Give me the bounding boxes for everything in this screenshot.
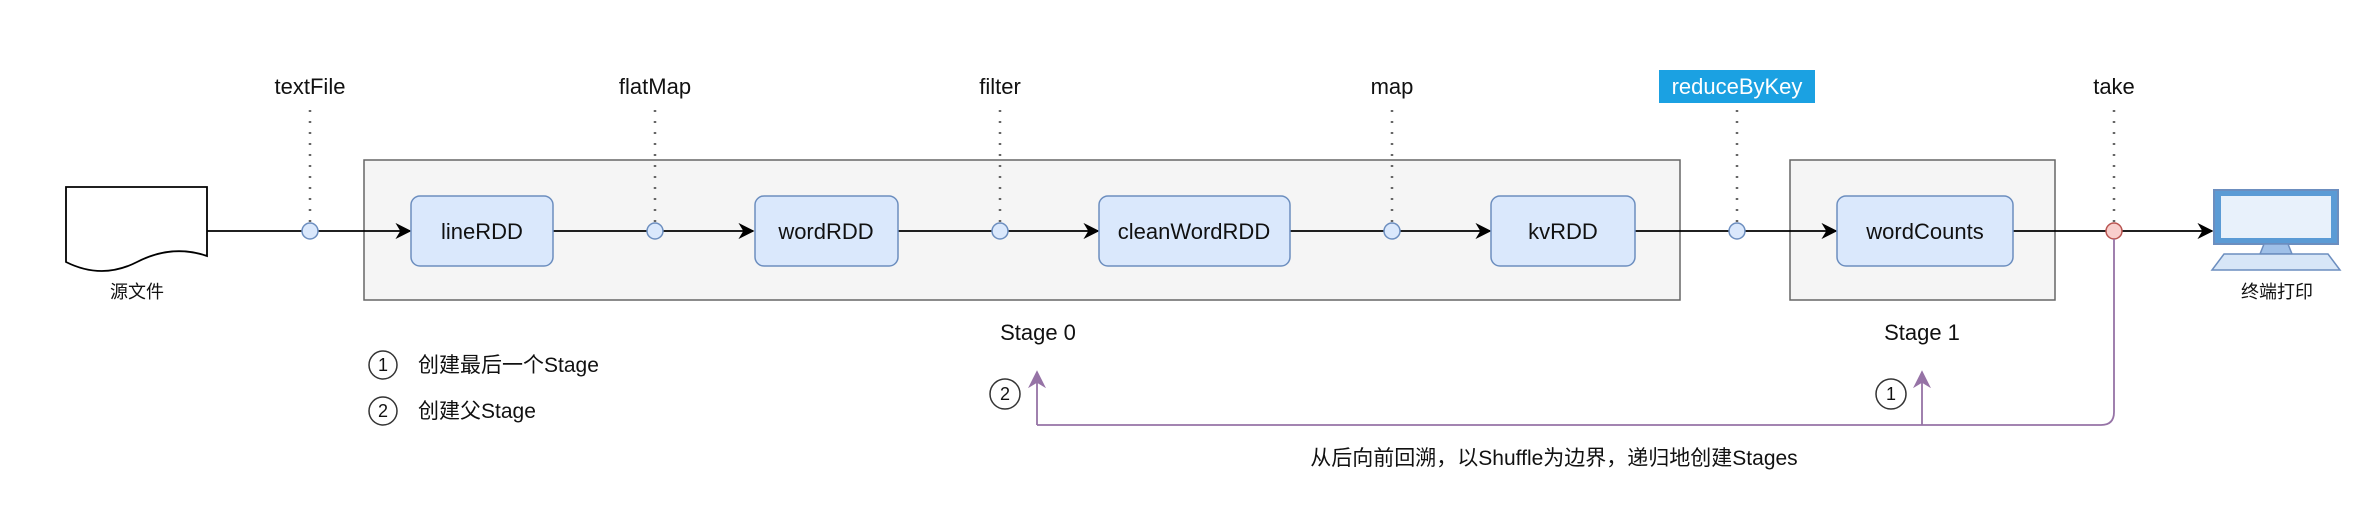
stage0-label: Stage 0: [1000, 320, 1076, 345]
legend-item-1-text: 创建最后一个Stage: [418, 354, 599, 377]
op-reduceByKey-highlight: [1659, 70, 1815, 103]
source-file-icon: [65, 186, 208, 272]
stage0-box: [363, 159, 1681, 301]
junction-flatMap: [646, 222, 664, 240]
backtrack-marker-stage0-number: 2: [1000, 384, 1010, 404]
junction-reduceByKey: [1728, 222, 1746, 240]
junction-filter: [991, 222, 1009, 240]
backtrack-marker-stage0: 2: [989, 378, 1021, 410]
op-textFile: textFile: [275, 74, 346, 99]
stage1-label: Stage 1: [1884, 320, 1960, 345]
junction-map: [1383, 222, 1401, 240]
source-file-label: 源文件: [110, 282, 164, 302]
junction-textFile: [301, 222, 319, 240]
op-take: take: [2093, 74, 2135, 99]
junction-take: [2105, 222, 2123, 240]
backtrack-marker-stage1: 1: [1875, 378, 1907, 410]
backtrack-caption: 从后向前回溯，以Shuffle为边界，递归地创建Stages: [1310, 447, 1797, 470]
rdd-wordCounts: wordCounts: [1836, 195, 2014, 267]
legend-item-2: 2 创建父Stage: [368, 396, 536, 426]
legend-item-2-number: 2: [378, 401, 388, 421]
rdd-cleanWordRDD: cleanWordRDD: [1098, 195, 1291, 267]
op-map: map: [1371, 74, 1414, 99]
rdd-kvRDD-label: kvRDD: [1528, 219, 1598, 244]
legend-item-1: 1 创建最后一个Stage: [368, 350, 599, 380]
op-flatMap: flatMap: [619, 74, 691, 99]
rdd-lineRDD-label: lineRDD: [441, 219, 523, 244]
rdd-wordCounts-label: wordCounts: [1865, 219, 1983, 244]
terminal-label: 终端打印: [2241, 282, 2313, 302]
op-filter: filter: [979, 74, 1021, 99]
backtrack-path: [1037, 239, 2115, 426]
op-reduceByKey: reduceByKey: [1672, 74, 1803, 99]
rdd-lineRDD: lineRDD: [410, 195, 554, 267]
rdd-kvRDD: kvRDD: [1490, 195, 1636, 267]
backtrack-marker-stage1-number: 1: [1886, 384, 1896, 404]
rdd-cleanWordRDD-label: cleanWordRDD: [1118, 219, 1270, 244]
operator-dotted-lines: [308, 110, 2116, 222]
rdd-wordRDD: wordRDD: [754, 195, 899, 267]
rdd-wordRDD-label: wordRDD: [777, 219, 873, 244]
legend-item-2-text: 创建父Stage: [418, 400, 536, 423]
monitor-icon: [2210, 189, 2342, 271]
legend-item-1-number: 1: [378, 355, 388, 375]
